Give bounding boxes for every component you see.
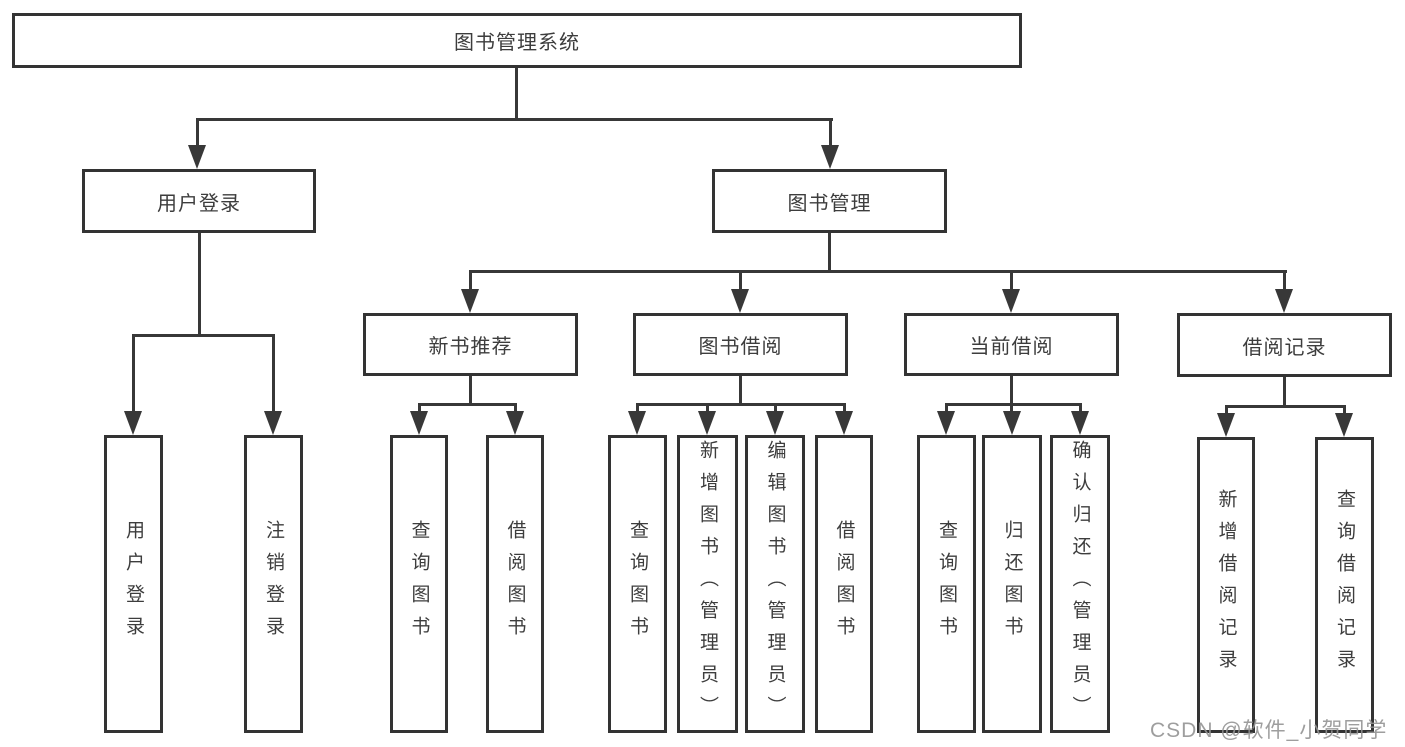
connector-drop: [272, 334, 275, 414]
arrow-down-icon: [1275, 289, 1293, 313]
arrow-down-icon: [628, 411, 646, 435]
leaf-borrow-books-borrowing: 借阅图书: [815, 435, 873, 733]
arrow-down-icon: [410, 411, 428, 435]
connector-rail: [945, 403, 1082, 406]
connector-drop: [843, 403, 846, 413]
leaf-edit-book-admin: 编辑图书（管理员）: [745, 435, 805, 733]
leaf-query-books-current: 查询图书: [917, 435, 976, 733]
connector-drop: [1343, 405, 1346, 414]
connector-stem: [1283, 377, 1286, 408]
connector-rail: [469, 270, 1287, 273]
leaf-label: 查询图书: [627, 520, 648, 648]
connector-drop: [469, 270, 472, 292]
leaf-label: 注销登录: [263, 520, 284, 648]
arrow-down-icon: [698, 411, 716, 435]
watermark: CSDN @软件_小贺同学: [1150, 719, 1388, 742]
leaf-add-book-admin: 新增图书（管理员）: [677, 435, 738, 733]
arrow-down-icon: [461, 289, 479, 313]
connector-rail: [132, 334, 275, 337]
leaf-confirm-return-admin: 确认归还（管理员）: [1050, 435, 1110, 733]
connector-drop: [636, 403, 639, 413]
leaf-label: 借阅图书: [833, 520, 855, 648]
connector-rail: [1225, 405, 1346, 408]
arrow-down-icon: [1335, 413, 1353, 437]
connector-stem: [828, 233, 831, 273]
connector-drop: [829, 118, 832, 148]
arrow-down-icon: [1217, 413, 1235, 437]
arrow-down-icon: [821, 145, 839, 169]
connector-stem: [469, 376, 472, 406]
arrow-down-icon: [937, 411, 955, 435]
node-book-borrowing: 图书借阅: [633, 313, 848, 376]
leaf-query-books-borrowing: 查询图书: [608, 435, 667, 733]
arrow-down-icon: [124, 411, 142, 435]
arrow-down-icon: [766, 411, 784, 435]
leaf-label: 编辑图书（管理员）: [764, 440, 786, 728]
leaf-label: 新增图书（管理员）: [697, 440, 718, 728]
connector-drop: [1283, 270, 1286, 292]
connector-drop: [739, 270, 742, 292]
arrow-down-icon: [1002, 289, 1020, 313]
arrow-down-icon: [731, 289, 749, 313]
leaf-query-books-recommend: 查询图书: [390, 435, 448, 733]
connector-rail: [418, 403, 517, 406]
node-user-login: 用户登录: [82, 169, 316, 233]
connector-drop: [1079, 403, 1082, 413]
leaf-label: 查询图书: [936, 520, 957, 648]
leaf-label: 查询图书: [408, 520, 430, 648]
connector-stem: [1010, 376, 1013, 406]
connector-rail: [196, 118, 833, 121]
leaf-label: 借阅图书: [504, 520, 526, 648]
arrow-down-icon: [506, 411, 524, 435]
leaf-user-login: 用户登录: [104, 435, 163, 733]
connector-drop: [196, 118, 199, 148]
node-book-management: 图书管理: [712, 169, 947, 233]
connector-drop: [1225, 405, 1228, 414]
connector-drop: [1010, 270, 1013, 292]
arrow-down-icon: [188, 145, 206, 169]
node-current-borrowing: 当前借阅: [904, 313, 1119, 376]
arrow-down-icon: [264, 411, 282, 435]
connector-drop: [418, 403, 421, 413]
connector-stem: [198, 233, 201, 337]
leaf-add-borrow-record: 新增借阅记录: [1197, 437, 1255, 733]
arrow-down-icon: [1071, 411, 1089, 435]
arrow-down-icon: [1003, 411, 1021, 435]
connector-stem: [739, 376, 742, 406]
connector-drop: [774, 403, 777, 413]
leaf-label: 新增借阅记录: [1215, 489, 1237, 681]
leaf-label: 确认归还（管理员）: [1069, 440, 1091, 728]
connector-drop: [706, 403, 709, 413]
connector-rail: [636, 403, 845, 406]
node-borrowing-records: 借阅记录: [1177, 313, 1392, 377]
arrow-down-icon: [835, 411, 853, 435]
leaf-label: 用户登录: [123, 520, 144, 648]
leaf-return-books: 归还图书: [982, 435, 1042, 733]
leaf-label: 查询借阅记录: [1334, 489, 1355, 681]
leaf-label: 归还图书: [1001, 520, 1023, 648]
leaf-borrow-books-recommend: 借阅图书: [486, 435, 544, 733]
connector-drop: [1010, 403, 1013, 413]
node-new-book-recommendation: 新书推荐: [363, 313, 578, 376]
node-library-management-system: 图书管理系统: [12, 13, 1022, 68]
connector-stem: [515, 68, 518, 121]
leaf-query-borrow-record: 查询借阅记录: [1315, 437, 1374, 733]
connector-drop: [132, 334, 135, 414]
leaf-logout: 注销登录: [244, 435, 303, 733]
connector-drop: [945, 403, 948, 413]
connector-drop: [514, 403, 517, 413]
